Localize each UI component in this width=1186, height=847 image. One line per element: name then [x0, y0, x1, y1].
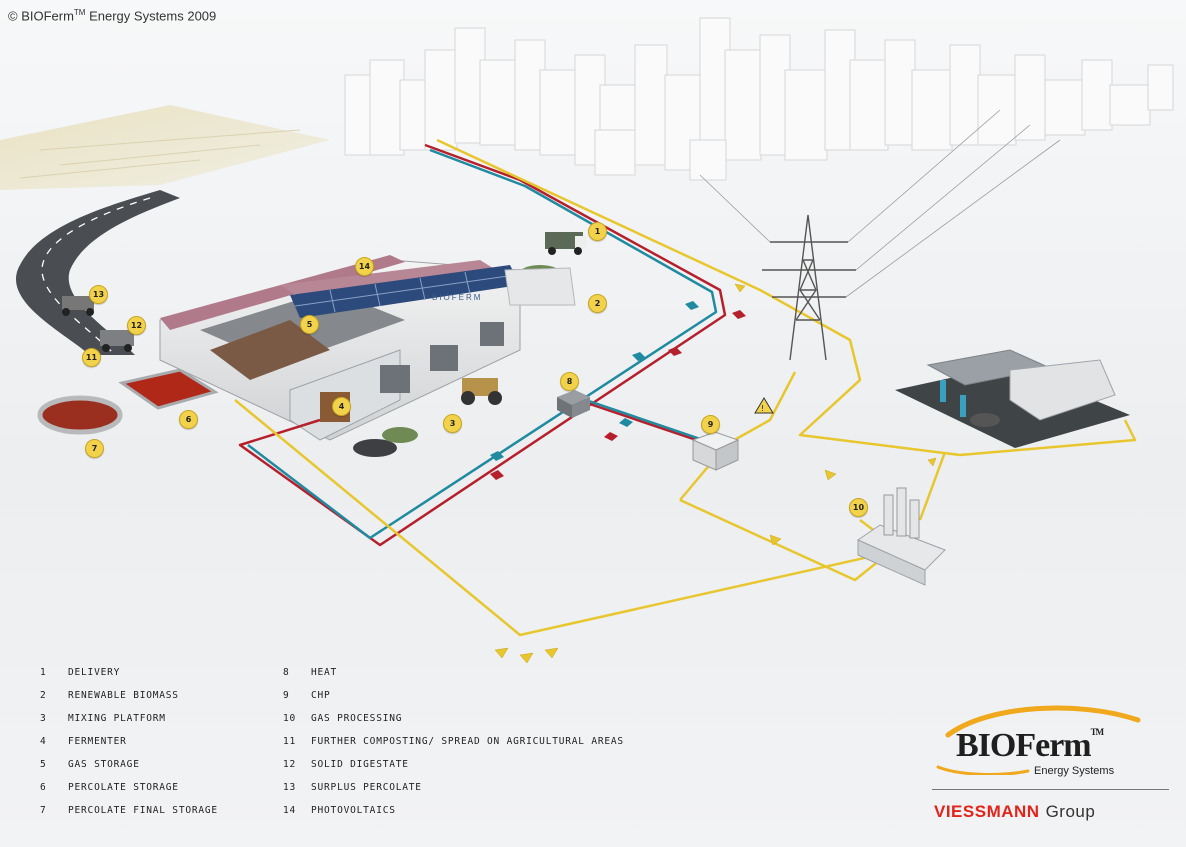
- high-voltage-warning-icon: !: [754, 397, 774, 414]
- badge-6: 6: [179, 410, 198, 429]
- percolate-storage-basin: [118, 368, 219, 410]
- gas-processing-unit: [856, 487, 946, 586]
- access-road: [16, 190, 181, 355]
- badge-2: 2: [588, 294, 607, 313]
- fermenter-building: BIOFERM: [159, 255, 521, 441]
- bioferm-subtitle: Energy Systems: [1034, 765, 1115, 777]
- dump-truck: [100, 330, 134, 352]
- farmland: [0, 105, 330, 190]
- badge-13: 13: [89, 285, 108, 304]
- percolate-final-storage-tank: [37, 395, 123, 435]
- city-skyline: [344, 17, 1174, 181]
- brand-divider: [932, 789, 1169, 790]
- chp-unit: [691, 431, 740, 471]
- delivery-truck: [545, 232, 587, 255]
- gas-station: [895, 349, 1130, 448]
- badge-7: 7: [85, 439, 104, 458]
- badge-8: 8: [560, 372, 579, 391]
- badge-11: 11: [82, 348, 101, 367]
- badge-3: 3: [443, 414, 462, 433]
- bioferm-swoosh-logo: [936, 705, 1141, 775]
- flow-arrow-icon: [490, 283, 937, 664]
- building-sign: BIOFERM: [432, 293, 482, 302]
- badge-5: 5: [300, 315, 319, 334]
- heat-exchanger: [557, 390, 590, 418]
- tractor-vehicle: [62, 296, 94, 316]
- badge-12: 12: [127, 316, 146, 335]
- badge-4: 4: [332, 397, 351, 416]
- transmission-tower: [699, 109, 1061, 361]
- bioferm-wordmark: BIOFermTM: [956, 727, 1104, 764]
- wheel-loader: [461, 378, 502, 405]
- svg-text:!: !: [761, 404, 764, 413]
- badge-14: 14: [355, 257, 374, 276]
- badge-10: 10: [849, 498, 868, 517]
- copyright-notice: © BIOFermTM Energy Systems 2009: [8, 8, 217, 24]
- biomass-piles: [353, 265, 576, 457]
- badge-1: 1: [588, 222, 607, 241]
- badge-9: 9: [701, 415, 720, 434]
